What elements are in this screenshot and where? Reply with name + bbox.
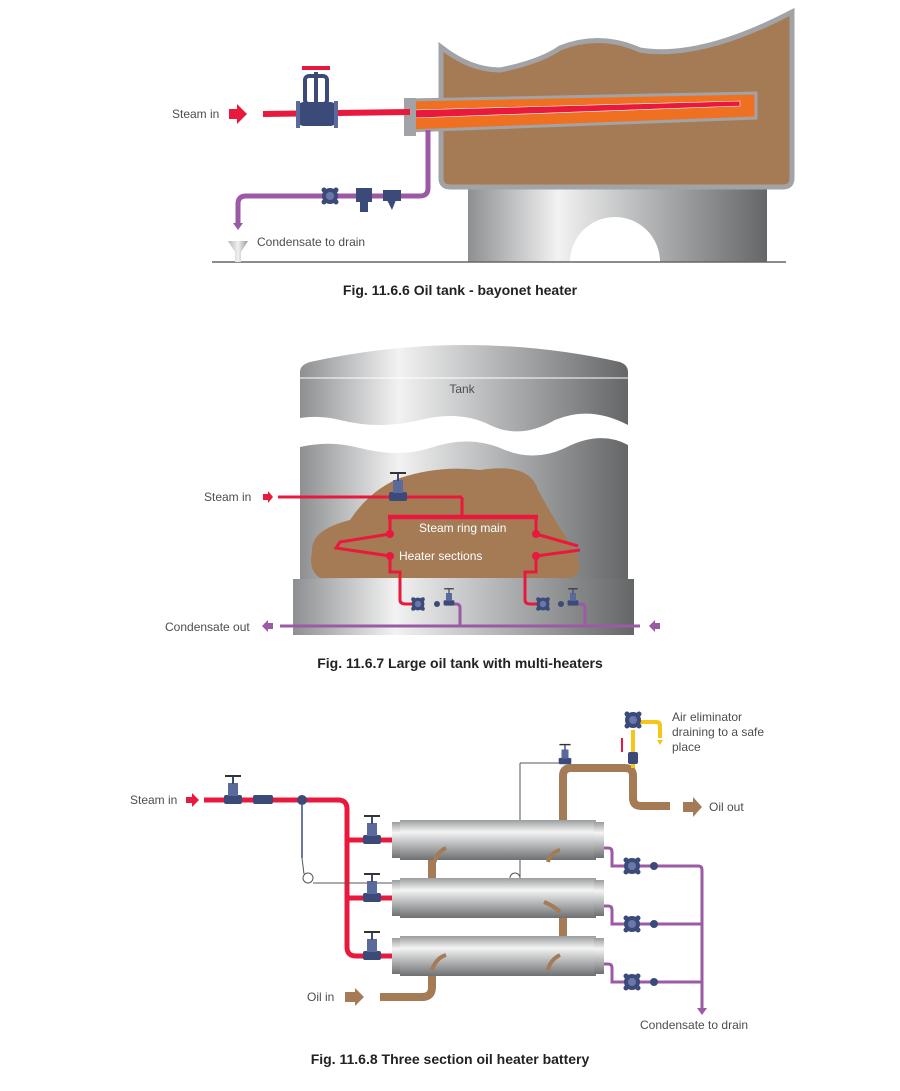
steam-piping — [278, 495, 581, 606]
condensate-out-arrow-icon — [262, 620, 660, 632]
steam-in-arrow-icon — [263, 491, 273, 503]
condensate-header — [280, 602, 640, 628]
label-steam-in: Steam in — [204, 490, 251, 504]
sight-glass-icon — [356, 188, 372, 212]
figure-heater-battery: Steam in — [130, 710, 764, 1067]
junction-dots — [386, 530, 540, 560]
condensate-arrow-icon — [697, 1008, 707, 1015]
label-condensate-to-drain: Condensate to drain — [257, 235, 365, 249]
figure-bayonet-heater: Steam in Condensate to drain — [172, 7, 795, 298]
label-air-eliminator-2: draining to a safe — [672, 725, 764, 739]
oil-flow-arrows — [430, 846, 562, 971]
condensate-pipe — [233, 130, 431, 230]
isolation-valve-icon — [224, 775, 242, 804]
label-steam-ring-main: Steam ring main — [419, 521, 506, 535]
condensate-piping — [604, 846, 704, 1008]
oil-out-arrow-icon — [683, 797, 702, 817]
globe-valve-icon — [296, 66, 338, 128]
air-eliminator — [621, 711, 663, 768]
label-steam-in: Steam in — [130, 793, 177, 807]
bayonet-heater — [404, 91, 758, 136]
oil-in-arrow-icon — [345, 988, 364, 1006]
heater-shell-2 — [392, 878, 604, 918]
label-steam-in: Steam in — [172, 107, 219, 121]
tank-upper-shell — [300, 345, 628, 432]
label-oil-out: Oil out — [709, 800, 744, 814]
label-tank: Tank — [449, 382, 475, 396]
tank-support — [468, 186, 767, 262]
caption-fig-11-6-6: Fig. 11.6.6 Oil tank - bayonet heater — [343, 282, 578, 298]
label-air-eliminator-1: Air eliminator — [672, 710, 742, 724]
label-air-eliminator-3: place — [672, 740, 701, 754]
strainer-icon — [253, 795, 273, 804]
label-condensate-to-drain: Condensate to drain — [640, 1018, 748, 1032]
heater-shell-3 — [392, 936, 604, 976]
trap-sets — [623, 857, 658, 991]
vent-valve-icon — [558, 743, 572, 765]
steam-trap-icon — [321, 187, 339, 205]
drain-funnel-icon — [228, 241, 248, 262]
heater-shell-1 — [392, 820, 604, 860]
label-heater-sections: Heater sections — [399, 549, 482, 563]
steam-in-arrow-icon — [186, 793, 199, 807]
strainer-icon — [383, 190, 401, 210]
figure-large-oil-tank: Tank — [165, 345, 660, 671]
trap-set-left — [411, 588, 455, 611]
caption-fig-11-6-7: Fig. 11.6.7 Large oil tank with multi-he… — [317, 655, 603, 671]
label-oil-in: Oil in — [307, 990, 334, 1004]
label-condensate-out: Condensate out — [165, 620, 250, 634]
steam-in-arrow-icon — [229, 104, 247, 124]
trap-set-right — [536, 588, 579, 611]
section-valves — [363, 815, 381, 960]
control-valve-icon — [297, 795, 307, 858]
caption-fig-11-6-8: Fig. 11.6.8 Three section oil heater bat… — [311, 1051, 590, 1067]
